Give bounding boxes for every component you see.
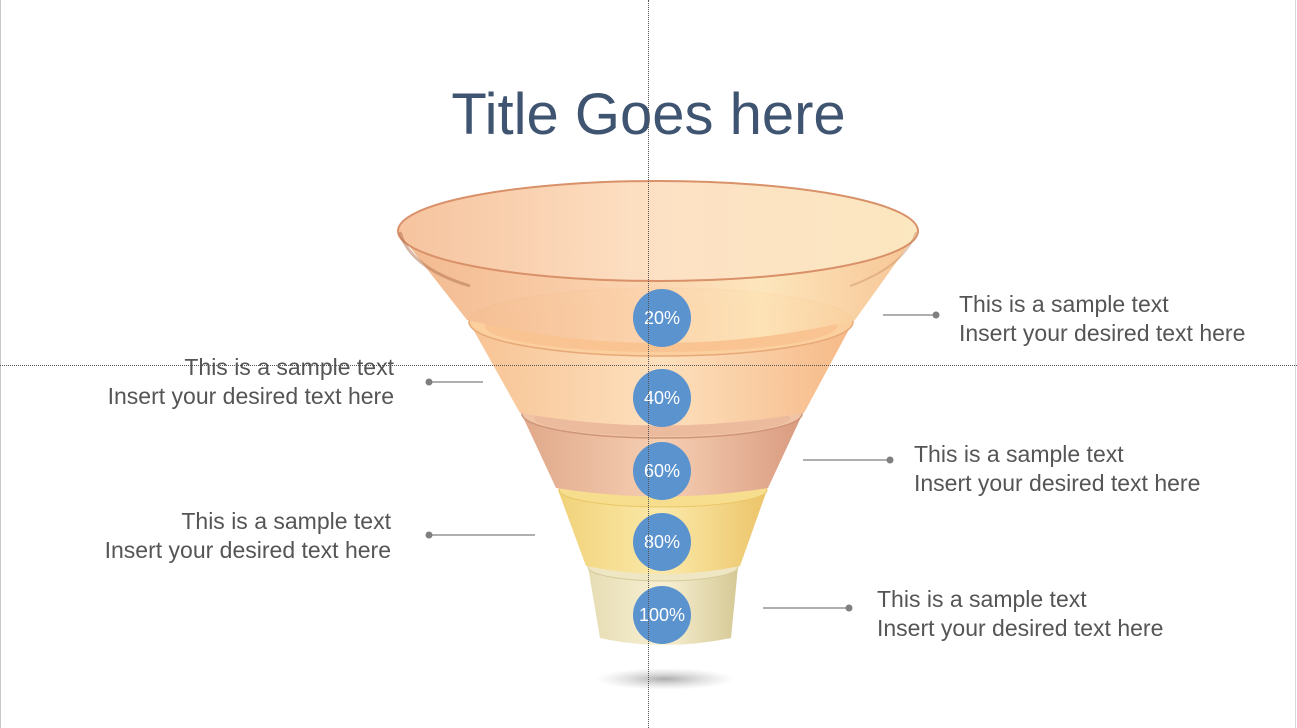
percent-badge-4[interactable]: 80%	[633, 513, 691, 571]
stage-label-4-line2: Insert your desired text here	[104, 537, 391, 563]
slide-left-edge	[0, 0, 1, 728]
percent-badge-2[interactable]: 40%	[633, 369, 691, 427]
slide-right-edge	[1295, 0, 1296, 728]
horizontal-guide-line	[0, 365, 1297, 366]
stage-label-5[interactable]: This is a sample text Insert your desire…	[877, 585, 1163, 643]
percent-badge-1[interactable]: 20%	[633, 289, 691, 347]
percent-badge-5[interactable]: 100%	[633, 586, 691, 644]
connector-dot-2	[425, 378, 433, 386]
stage-label-3-line1: This is a sample text	[914, 441, 1124, 467]
connector-dot-4	[425, 531, 433, 539]
stage-label-4-line1: This is a sample text	[181, 508, 391, 534]
stage-label-1-line2: Insert your desired text here	[959, 320, 1246, 346]
connector-dot-1	[932, 311, 940, 319]
stage-label-3[interactable]: This is a sample text Insert your desire…	[914, 440, 1200, 498]
stage-label-1[interactable]: This is a sample text Insert your desire…	[959, 290, 1245, 348]
stage-label-2-line1: This is a sample text	[184, 354, 394, 380]
stage-label-2[interactable]: This is a sample text Insert your desire…	[108, 353, 394, 411]
connector-dot-3	[886, 456, 894, 464]
stage-label-1-line1: This is a sample text	[959, 291, 1169, 317]
stage-label-4[interactable]: This is a sample text Insert your desire…	[105, 507, 391, 565]
percent-badge-3[interactable]: 60%	[633, 442, 691, 500]
stage-label-2-line2: Insert your desired text here	[107, 383, 394, 409]
stage-label-5-line1: This is a sample text	[877, 586, 1087, 612]
connector-dot-5	[845, 604, 853, 612]
stage-label-5-line2: Insert your desired text here	[877, 615, 1164, 641]
stage-label-3-line2: Insert your desired text here	[914, 470, 1201, 496]
vertical-guide-line	[648, 0, 649, 728]
funnel-shadow	[595, 668, 735, 690]
